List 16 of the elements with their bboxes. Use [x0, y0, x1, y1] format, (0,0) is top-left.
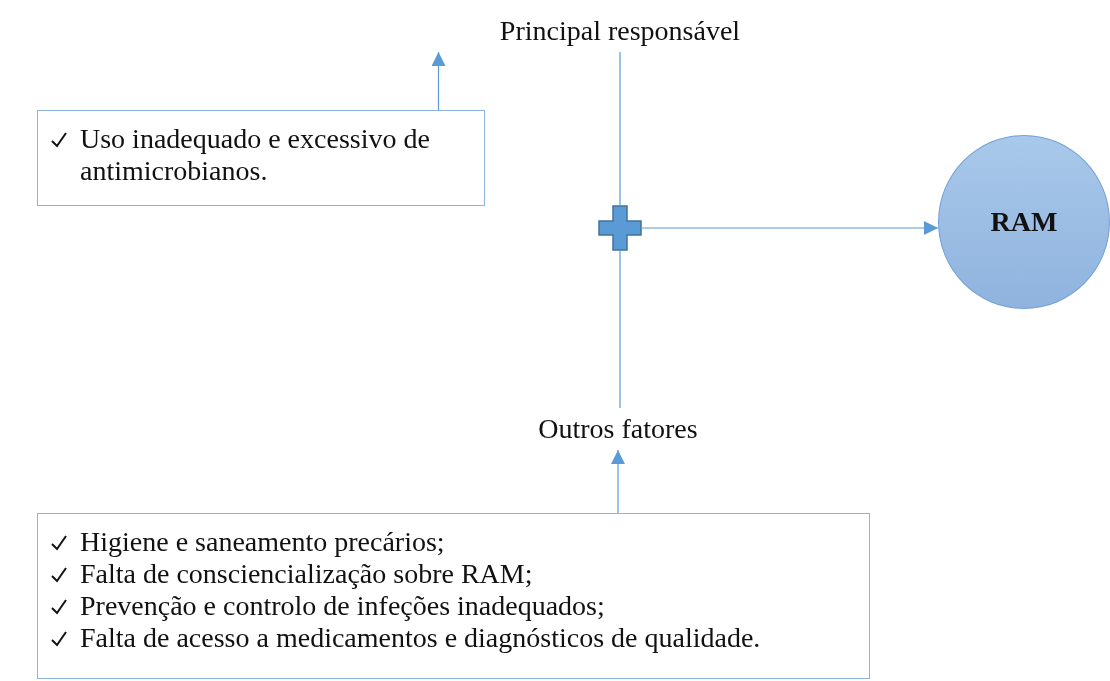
- list-item-text: Uso inadequado e excessivo de antimicrobianos.: [80, 123, 431, 187]
- arrow: [431, 51, 446, 111]
- list-item-text: Higiene e saneamento precários;: [80, 526, 445, 558]
- list-item-text: Falta de acesso a medicamentos e diagnósticos de qualidade.: [80, 622, 761, 654]
- arrow: [611, 449, 625, 514]
- list-box: [37, 110, 485, 206]
- circle-label: RAM: [990, 206, 1058, 238]
- heading-text: Principal responsável: [499, 15, 741, 47]
- arrow: [641, 221, 939, 235]
- heading-text: Outros fatores: [538, 413, 698, 445]
- list-item-text: Falta de consciencialização sobre RAM;: [80, 558, 533, 590]
- list-box: [37, 513, 870, 679]
- plus-icon: [598, 205, 642, 251]
- connector-line: [619, 51, 621, 206]
- connector-line: [619, 250, 621, 409]
- list-item-text: Prevenção e controlo de infeções inadequados;: [80, 590, 605, 622]
